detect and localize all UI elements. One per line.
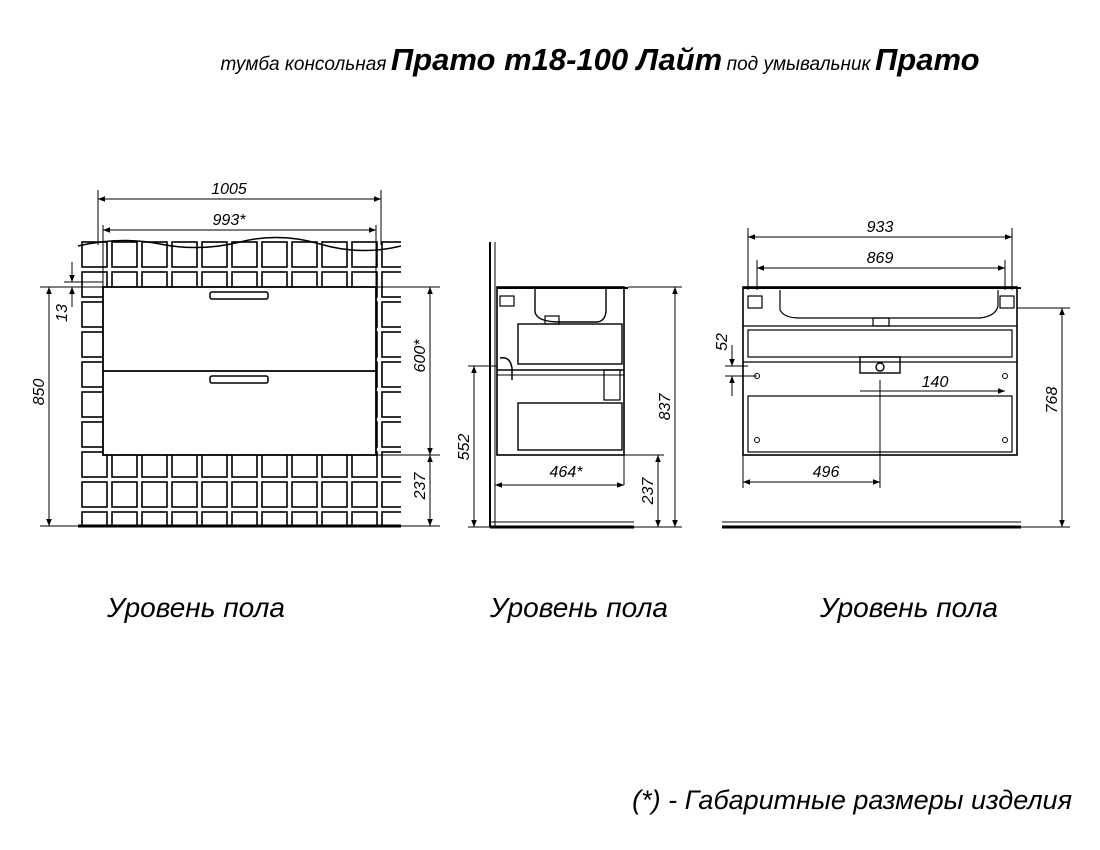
front-view xyxy=(40,190,440,528)
footnote: (*) - Габаритные размеры изделия xyxy=(632,785,1072,815)
dim-height-body: 600* xyxy=(412,339,429,373)
drawing-title: тумба консольная Прато т18-100 Лайт под … xyxy=(0,42,1100,78)
side-view xyxy=(468,242,682,529)
back-view xyxy=(722,228,1070,529)
title-middle: под умывальник xyxy=(726,54,871,75)
drawer-handle-bottom xyxy=(209,375,269,384)
dim-height-floor-front: 237 xyxy=(412,472,429,501)
title-prefix: тумба консольная xyxy=(220,54,387,75)
dim-height-768: 768 xyxy=(1044,387,1061,414)
dim-width-overall: 1005 xyxy=(211,181,247,198)
dim-offset-496: 496 xyxy=(813,464,840,481)
dim-height-mount: 552 xyxy=(456,434,473,461)
dim-offset-52: 52 xyxy=(714,333,731,351)
side-cabinet xyxy=(496,286,625,456)
title-product-name: Прато т18-100 Лайт xyxy=(390,42,723,77)
dim-top-gap: 13 xyxy=(54,304,71,322)
floor-label-side: Уровень пола xyxy=(490,592,668,623)
dim-width-inner: 869 xyxy=(867,250,894,267)
floor-label-back: Уровень пола xyxy=(820,592,998,623)
dim-height-floor-side: 237 xyxy=(640,477,657,506)
dim-height-top: 837 xyxy=(657,393,674,421)
dim-pipe-140: 140 xyxy=(922,374,949,391)
floor-label-front: Уровень пола xyxy=(107,592,285,623)
drawer-handle-top xyxy=(209,291,269,300)
dim-width-body: 993* xyxy=(213,212,247,229)
dim-height-total: 850 xyxy=(31,379,48,406)
dim-depth: 464* xyxy=(550,464,584,481)
dim-width-outer: 933 xyxy=(867,219,894,236)
title-sink-name: Прато xyxy=(874,42,980,77)
